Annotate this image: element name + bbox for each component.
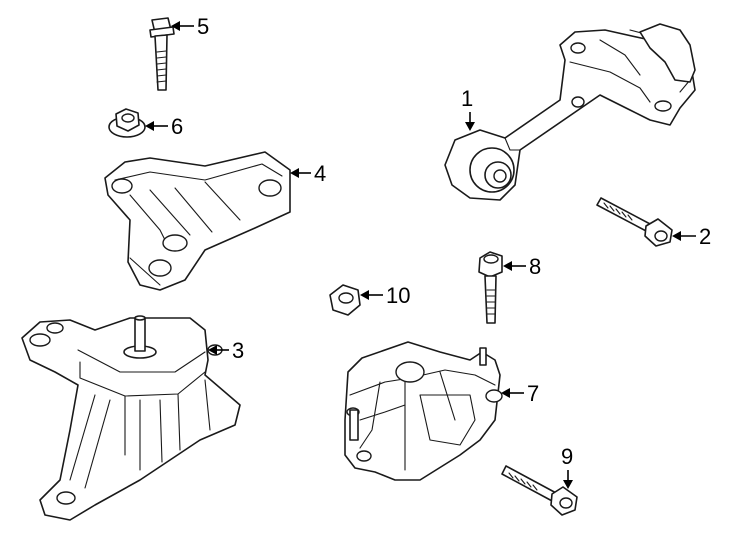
callout-9-label: 9: [561, 444, 573, 469]
callout-4: 4: [290, 161, 326, 186]
part-6-nut[interactable]: [108, 108, 146, 138]
callout-4-label: 4: [314, 161, 326, 186]
callout-7: 7: [501, 381, 539, 406]
callout-6: 6: [145, 114, 183, 139]
part-9-bolt[interactable]: [501, 465, 578, 516]
callout-10-label: 10: [386, 283, 410, 308]
part-8-bolt[interactable]: [478, 251, 503, 324]
callout-3-label: 3: [232, 338, 244, 363]
part-5-bolt[interactable]: [149, 17, 175, 91]
callout-10: 10: [360, 283, 410, 308]
callout-8-label: 8: [529, 254, 541, 279]
callout-1-label: 1: [461, 86, 473, 111]
part-3-mount[interactable]: [21, 315, 241, 521]
callout-5-label: 5: [197, 14, 209, 39]
part-1-strut[interactable]: [444, 23, 696, 201]
callout-2-label: 2: [699, 224, 711, 249]
callout-7-label: 7: [527, 381, 539, 406]
callout-6-label: 6: [171, 114, 183, 139]
callout-1: 1: [461, 86, 475, 131]
part-7-mount[interactable]: [344, 341, 503, 481]
part-2-bolt[interactable]: [596, 197, 673, 247]
callout-2: 2: [672, 224, 711, 249]
part-10-nut[interactable]: [329, 284, 361, 316]
callout-8: 8: [503, 254, 541, 279]
callout-3: 3: [208, 338, 244, 363]
callout-9: 9: [561, 444, 573, 489]
part-4-bracket[interactable]: [104, 151, 291, 291]
callout-5: 5: [171, 14, 209, 39]
